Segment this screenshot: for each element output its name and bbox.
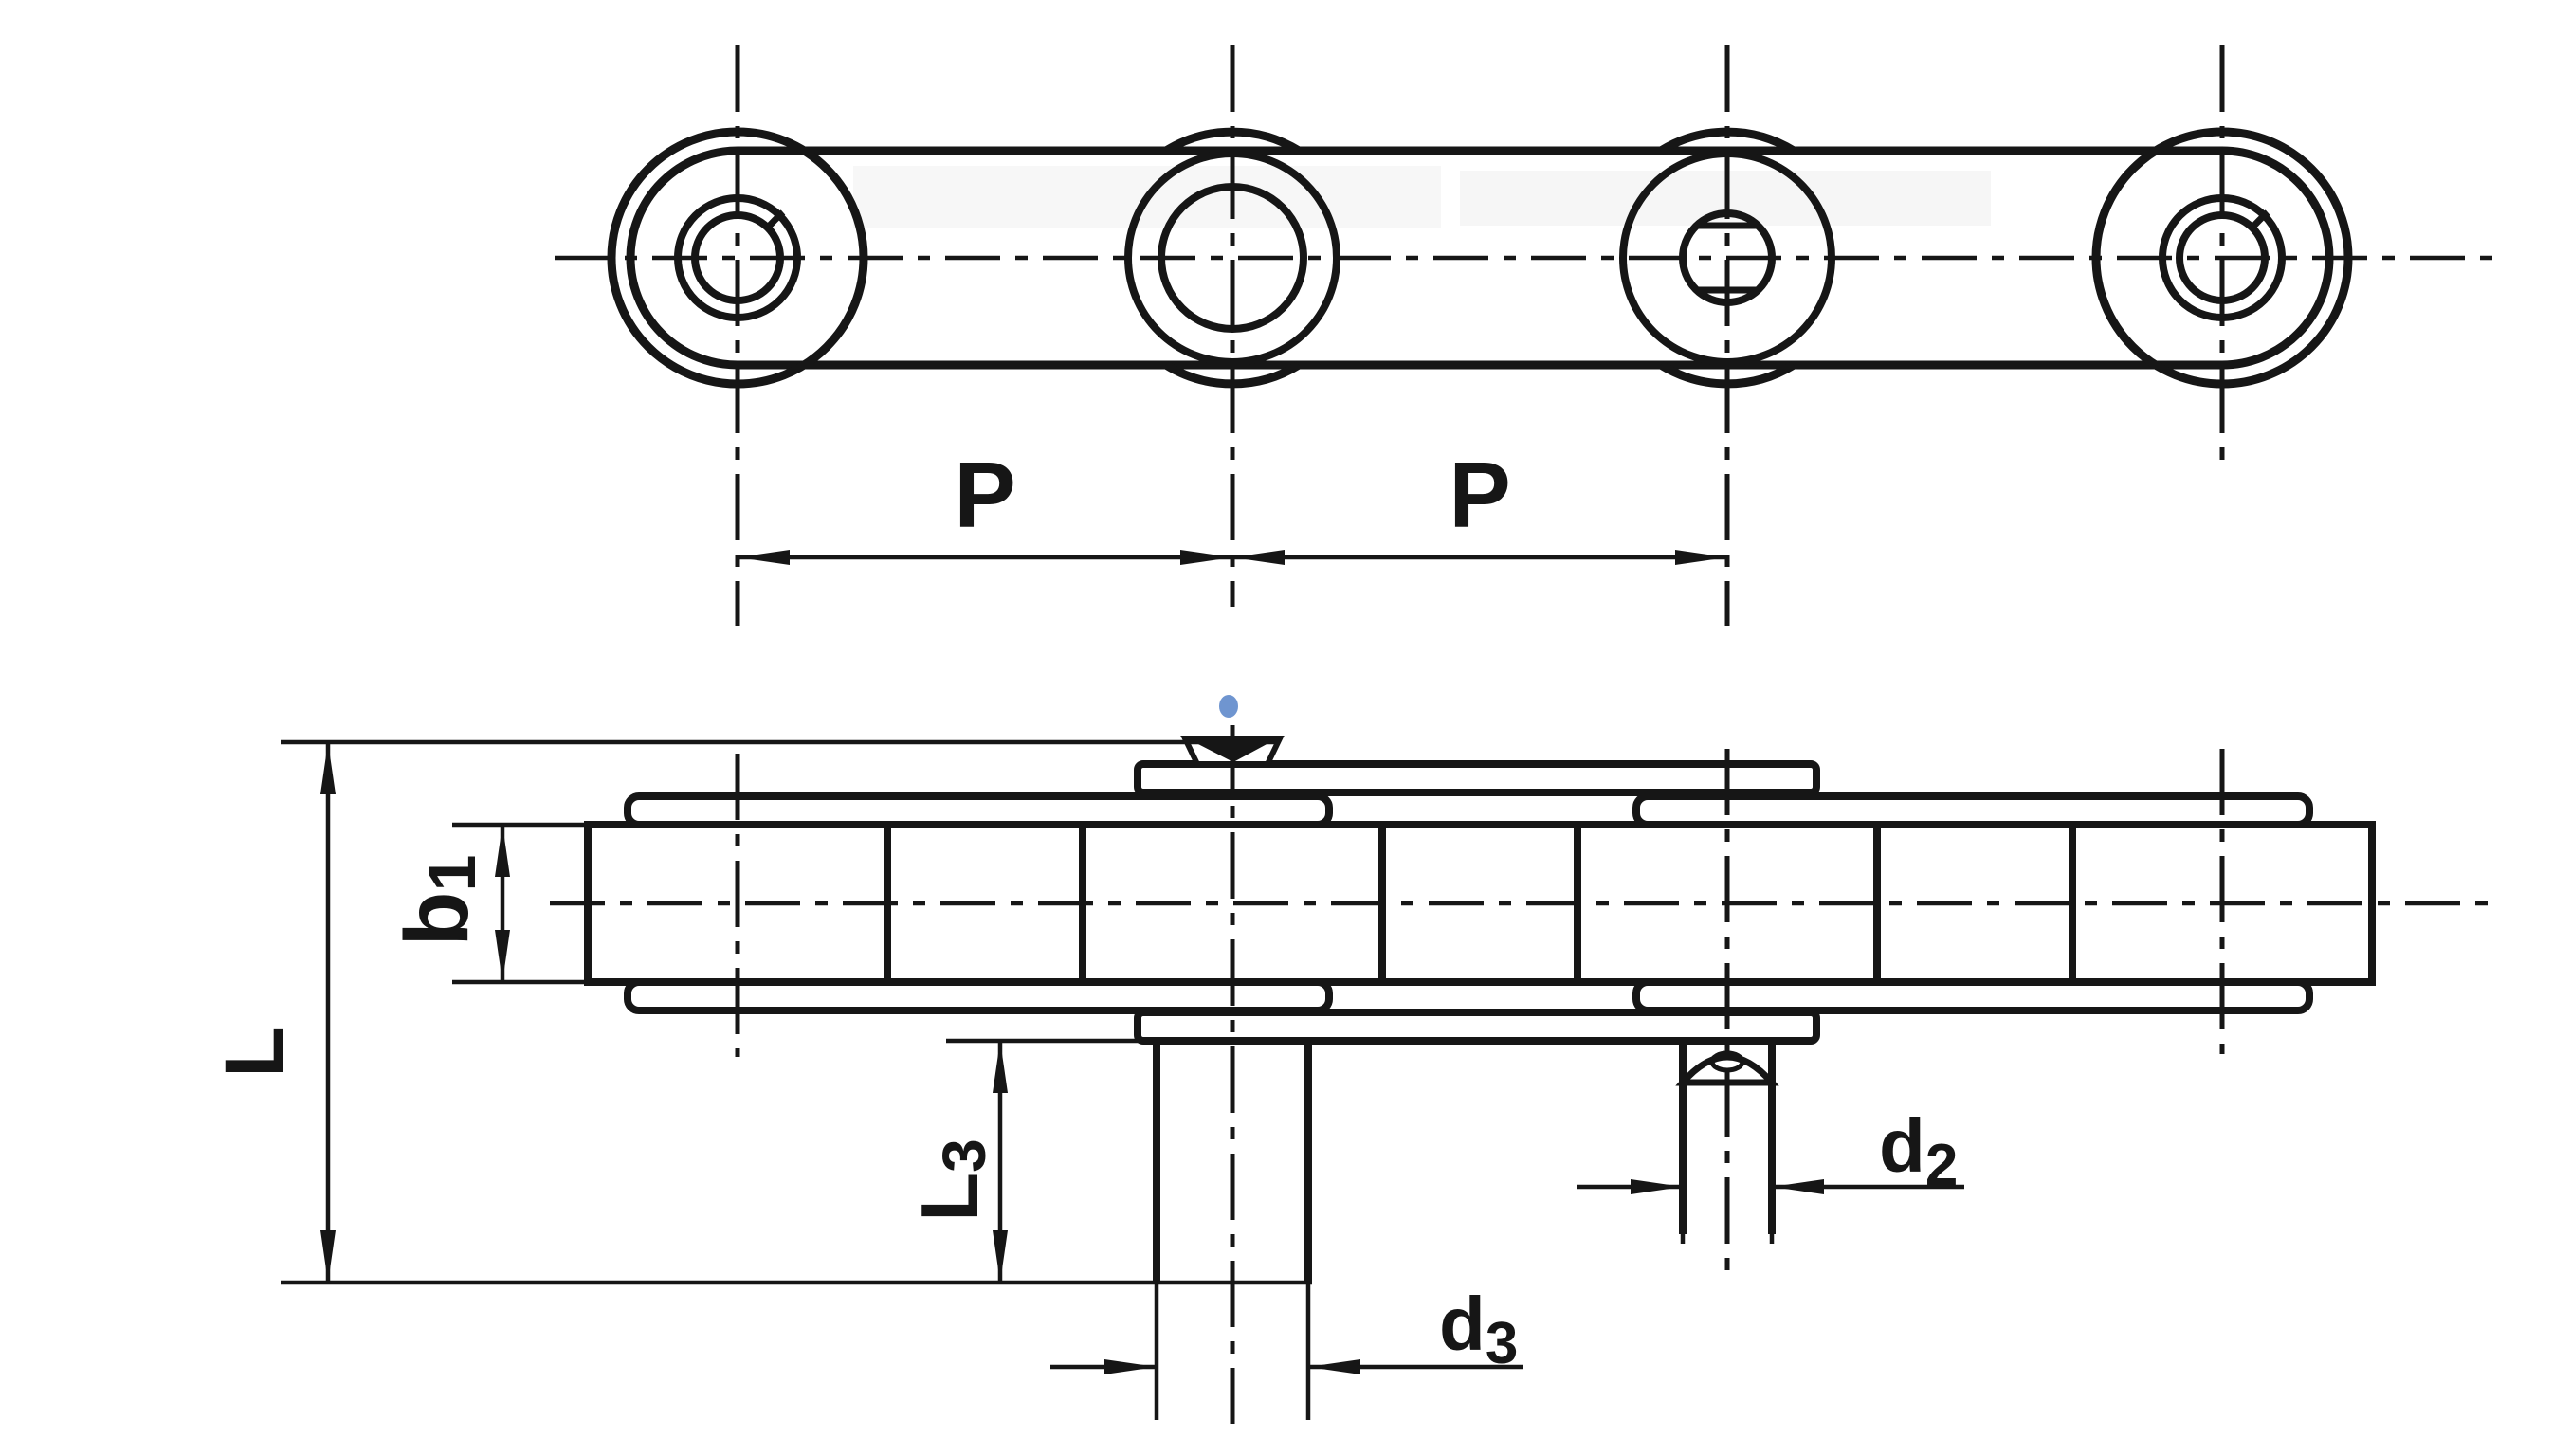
pitch-label-1: P [954,443,1015,547]
label-pin-dia-small: d2 [1879,1103,1958,1198]
side-view-centerlines [555,46,2493,626]
plan-view-centerlines [550,725,2503,1424]
pin-link-plates [1134,760,1820,1045]
bushing-notch-1 [763,209,786,232]
dimension-pin-dia-large: d3 [1050,1282,1523,1420]
pitch-dimension-1: P [738,443,1232,565]
pitch-label-2: P [1449,443,1510,547]
side-elevation-view: P P [555,46,2493,626]
bushing-notch-4 [2248,209,2270,232]
dimension-pin-extension: L3 [905,1038,1155,1283]
dimension-overall-length: L [208,739,1312,1285]
pitch-dimension-2: P [1232,443,1727,565]
link-plate-contour [626,146,2334,370]
label-pin-extension: L3 [905,1138,999,1222]
label-overall-length: L [208,1027,301,1078]
plan-view: L b1 L3 [208,725,2503,1424]
label-inner-width: b1 [387,855,489,947]
label-pin-dia-large: d3 [1439,1282,1518,1376]
inner-link-plates [624,792,2313,1014]
extended-pin-large [1153,1041,1312,1283]
dimension-inner-width: b1 [387,822,590,985]
dimension-pin-dia-small: d2 [1577,1103,1964,1244]
